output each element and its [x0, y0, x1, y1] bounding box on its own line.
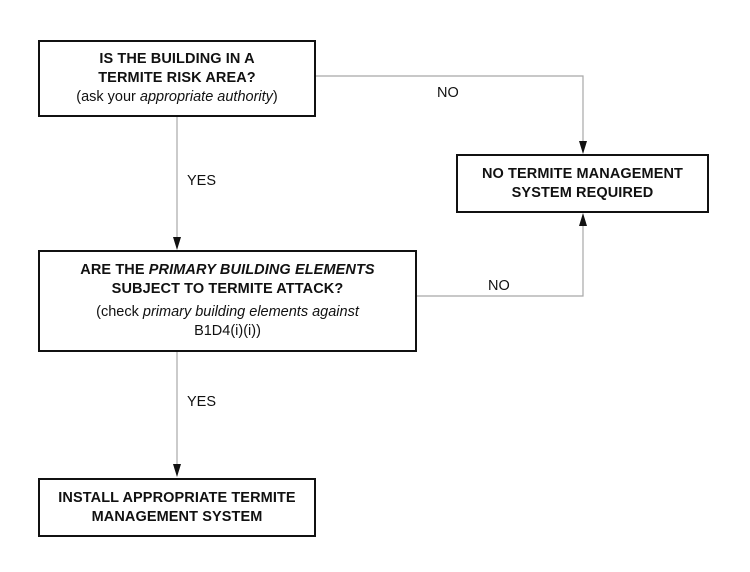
outcome-2-line2: MANAGEMENT SYSTEM: [91, 508, 263, 525]
outcome-1-line2: SYSTEM REQUIRED: [511, 184, 654, 201]
decision-2-note-pre: (check: [96, 304, 143, 320]
arrowhead-yes-1: [173, 237, 181, 250]
outcome-2-line1: INSTALL APPROPRIATE TERMITE: [58, 489, 296, 506]
decision-box-termite-risk-area: IS THE BUILDING IN A TERMITE RISK AREA? …: [38, 40, 316, 117]
decision-1-note-pre: (ask your: [76, 89, 140, 105]
label-yes-1: YES: [187, 173, 217, 189]
decision-1-note-post: ): [272, 89, 278, 105]
label-yes-2: YES: [187, 394, 217, 410]
connector-no-1: [315, 75, 584, 146]
outcome-1-line1: NO TERMITE MANAGEMENT: [481, 165, 684, 182]
decision-2-note-line2: B1D4(i)(i)): [194, 323, 261, 339]
decision-2-note: (check primary building elements against: [96, 303, 359, 322]
decision-1-note: (ask your appropriate authority): [76, 88, 278, 107]
outcome-box-install-system: INSTALL APPROPRIATE TERMITE MANAGEMENT S…: [38, 478, 316, 537]
decision-2-line1-em: PRIMARY BUILDING ELEMENTS: [148, 262, 375, 278]
decision-2-line1-pre: ARE THE: [80, 262, 149, 278]
decision-2-note-em: primary building elements against: [142, 304, 359, 320]
decision-2-line2: SUBJECT TO TERMITE ATTACK?: [111, 281, 344, 297]
connector-no-2: [416, 222, 584, 297]
decision-1-line1: IS THE BUILDING IN A: [99, 51, 255, 67]
arrowhead-no-1: [579, 141, 587, 154]
outcome-box-no-system-required: NO TERMITE MANAGEMENT SYSTEM REQUIRED: [456, 154, 709, 213]
arrowhead-no-2: [579, 213, 587, 226]
decision-1-line2: TERMITE RISK AREA?: [98, 70, 256, 86]
decision-box-primary-elements: ARE THE PRIMARY BUILDING ELEMENTS SUBJEC…: [38, 250, 417, 352]
decision-2-line1: ARE THE PRIMARY BUILDING ELEMENTS: [80, 261, 374, 280]
label-no-1: NO: [437, 85, 459, 101]
decision-1-note-em: appropriate authority: [139, 89, 273, 105]
arrowhead-yes-2: [173, 464, 181, 477]
label-no-2: NO: [488, 278, 510, 294]
